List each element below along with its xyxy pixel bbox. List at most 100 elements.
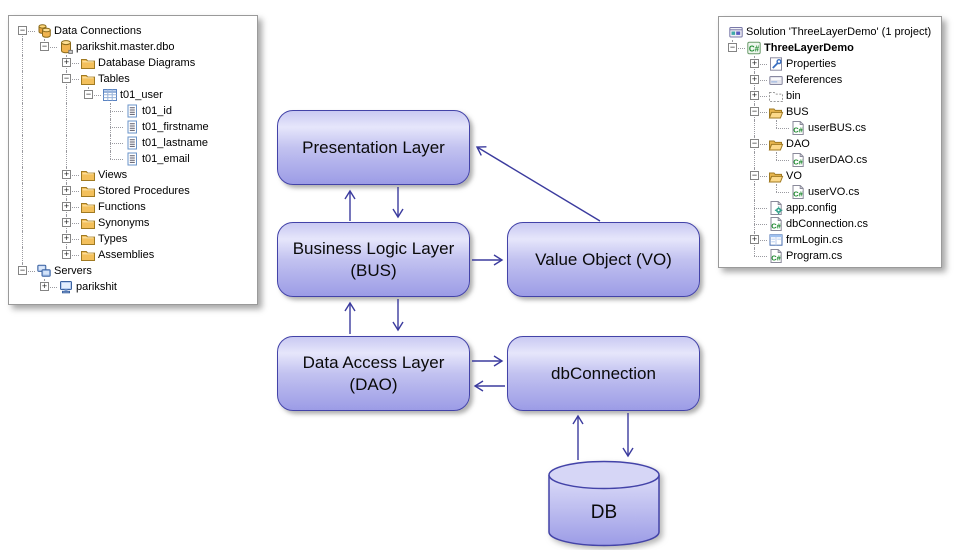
- tree-item[interactable]: C#userVO.cs: [726, 184, 937, 200]
- expand-icon[interactable]: +: [62, 217, 71, 227]
- collapse-icon[interactable]: −: [750, 106, 759, 116]
- tree-item[interactable]: +Types: [16, 231, 253, 247]
- collapse-icon[interactable]: −: [750, 170, 759, 180]
- tree-item[interactable]: − BUS: [726, 104, 937, 120]
- svg-text:C#: C#: [771, 221, 781, 230]
- collapse-icon[interactable]: −: [62, 73, 71, 83]
- expand-icon[interactable]: +: [62, 249, 71, 259]
- tree-guide-line: [66, 103, 67, 119]
- tree-item[interactable]: − parikshit.master.dbo: [16, 39, 253, 55]
- tree-item[interactable]: +bin: [726, 88, 937, 104]
- tree-item[interactable]: C#Program.cs: [726, 248, 937, 264]
- tree-item[interactable]: +Assemblies: [16, 247, 253, 263]
- expand-icon[interactable]: +: [62, 185, 71, 195]
- tree-guide-line: [22, 215, 23, 231]
- expand-icon[interactable]: +: [750, 90, 759, 100]
- tree-item[interactable]: +References: [726, 72, 937, 88]
- tree-item-label: Solution 'ThreeLayerDemo' (1 project): [746, 26, 932, 38]
- collapse-icon[interactable]: −: [18, 25, 27, 35]
- expand-icon[interactable]: +: [62, 233, 71, 243]
- tree-item[interactable]: C#userDAO.cs: [726, 152, 937, 168]
- tree-guide-line: [22, 247, 23, 263]
- tree-item[interactable]: −Tables: [16, 71, 253, 87]
- tree-guide-stub: [110, 127, 123, 128]
- expand-icon[interactable]: +: [750, 234, 759, 244]
- tree-item[interactable]: +frmLogin.cs: [726, 232, 937, 248]
- tree-item-label: Synonyms: [98, 217, 150, 229]
- database-label: DB: [591, 502, 617, 523]
- tree-item[interactable]: −Data Connections: [16, 23, 253, 39]
- open-folder-icon: [768, 136, 784, 152]
- folder-icon: [80, 183, 96, 199]
- tree-item[interactable]: −DAO: [726, 136, 937, 152]
- expand-icon[interactable]: +: [750, 58, 759, 68]
- tree-guide-line: [754, 120, 755, 136]
- tree-item[interactable]: +Properties: [726, 56, 937, 72]
- collapse-icon[interactable]: −: [84, 89, 93, 99]
- tree-item[interactable]: app.config: [726, 200, 937, 216]
- expand-icon[interactable]: +: [40, 281, 49, 291]
- expand-icon[interactable]: +: [62, 169, 71, 179]
- tree-guide-stub: [88, 95, 101, 96]
- tree-guide-stub: [776, 128, 789, 129]
- tree-guide-line: [22, 167, 23, 183]
- tree-item[interactable]: +Functions: [16, 199, 253, 215]
- folder-icon: [80, 231, 96, 247]
- tree-item-label: t01_firstname: [142, 121, 209, 133]
- collapse-icon[interactable]: −: [18, 265, 27, 275]
- tree-item[interactable]: C#dbConnection.cs: [726, 216, 937, 232]
- tree-item[interactable]: C#userBUS.cs: [726, 120, 937, 136]
- form-file-icon: [768, 232, 784, 248]
- expand-icon[interactable]: +: [62, 201, 71, 211]
- cs-file-icon: C#: [790, 184, 806, 200]
- config-file-icon: [768, 200, 784, 216]
- tree-guide-stub: [22, 31, 35, 32]
- collapse-icon[interactable]: −: [728, 42, 737, 52]
- tree-item[interactable]: + parikshit: [16, 279, 253, 295]
- tree-item-label: ThreeLayerDemo: [764, 42, 854, 54]
- expand-icon[interactable]: +: [750, 74, 759, 84]
- cs-file-icon: C#: [790, 120, 806, 136]
- tree-item[interactable]: + Synonyms: [16, 215, 253, 231]
- tree-item[interactable]: +Views: [16, 167, 253, 183]
- tree-guide-line: [22, 199, 23, 215]
- box-value-object: Value Object (VO): [507, 222, 700, 297]
- tree-guide-line: [754, 152, 755, 168]
- database-cylinder: DB: [548, 460, 660, 547]
- tree-item-label: Servers: [54, 265, 92, 277]
- tree-item[interactable]: −VO: [726, 168, 937, 184]
- tree-item-label: parikshit: [76, 281, 117, 293]
- svg-text:C#: C#: [771, 253, 781, 262]
- references-icon: [768, 72, 784, 88]
- tree-guide-stub: [44, 287, 57, 288]
- column-icon: [124, 119, 140, 135]
- tree-guide-line: [776, 184, 777, 192]
- tree-item[interactable]: +Stored Procedures: [16, 183, 253, 199]
- tree-item[interactable]: t01_id: [16, 103, 253, 119]
- tree-item[interactable]: t01_firstname: [16, 119, 253, 135]
- tree-item[interactable]: −C#ThreeLayerDemo: [726, 40, 937, 56]
- open-folder-icon: [768, 168, 784, 184]
- tree-item[interactable]: +Database Diagrams: [16, 55, 253, 71]
- tree-guide-line: [22, 151, 23, 167]
- tree-guide-line: [22, 87, 23, 103]
- open-folder-icon: [768, 104, 784, 120]
- box-label: Presentation Layer: [302, 137, 445, 157]
- cs-file-icon: C#: [790, 152, 806, 168]
- collapse-icon[interactable]: −: [40, 41, 49, 51]
- tree-item[interactable]: −t01_user: [16, 87, 253, 103]
- tree-guide-line: [22, 103, 23, 119]
- svg-text:C#: C#: [793, 125, 803, 134]
- tree-item[interactable]: t01_lastname: [16, 135, 253, 151]
- tree-guide-stub: [66, 207, 79, 208]
- tree-item-label: parikshit.master.dbo: [76, 41, 175, 53]
- expand-icon[interactable]: +: [62, 57, 71, 67]
- tree-guide-line: [22, 31, 23, 39]
- tree-item[interactable]: − Servers: [16, 263, 253, 279]
- tree-item-label: BUS: [786, 106, 809, 118]
- collapse-icon[interactable]: −: [750, 138, 759, 148]
- data-connections-icon: [36, 23, 52, 39]
- tree-guide-stub: [66, 191, 79, 192]
- tree-item[interactable]: t01_email: [16, 151, 253, 167]
- tree-item[interactable]: Solution 'ThreeLayerDemo' (1 project): [726, 24, 937, 40]
